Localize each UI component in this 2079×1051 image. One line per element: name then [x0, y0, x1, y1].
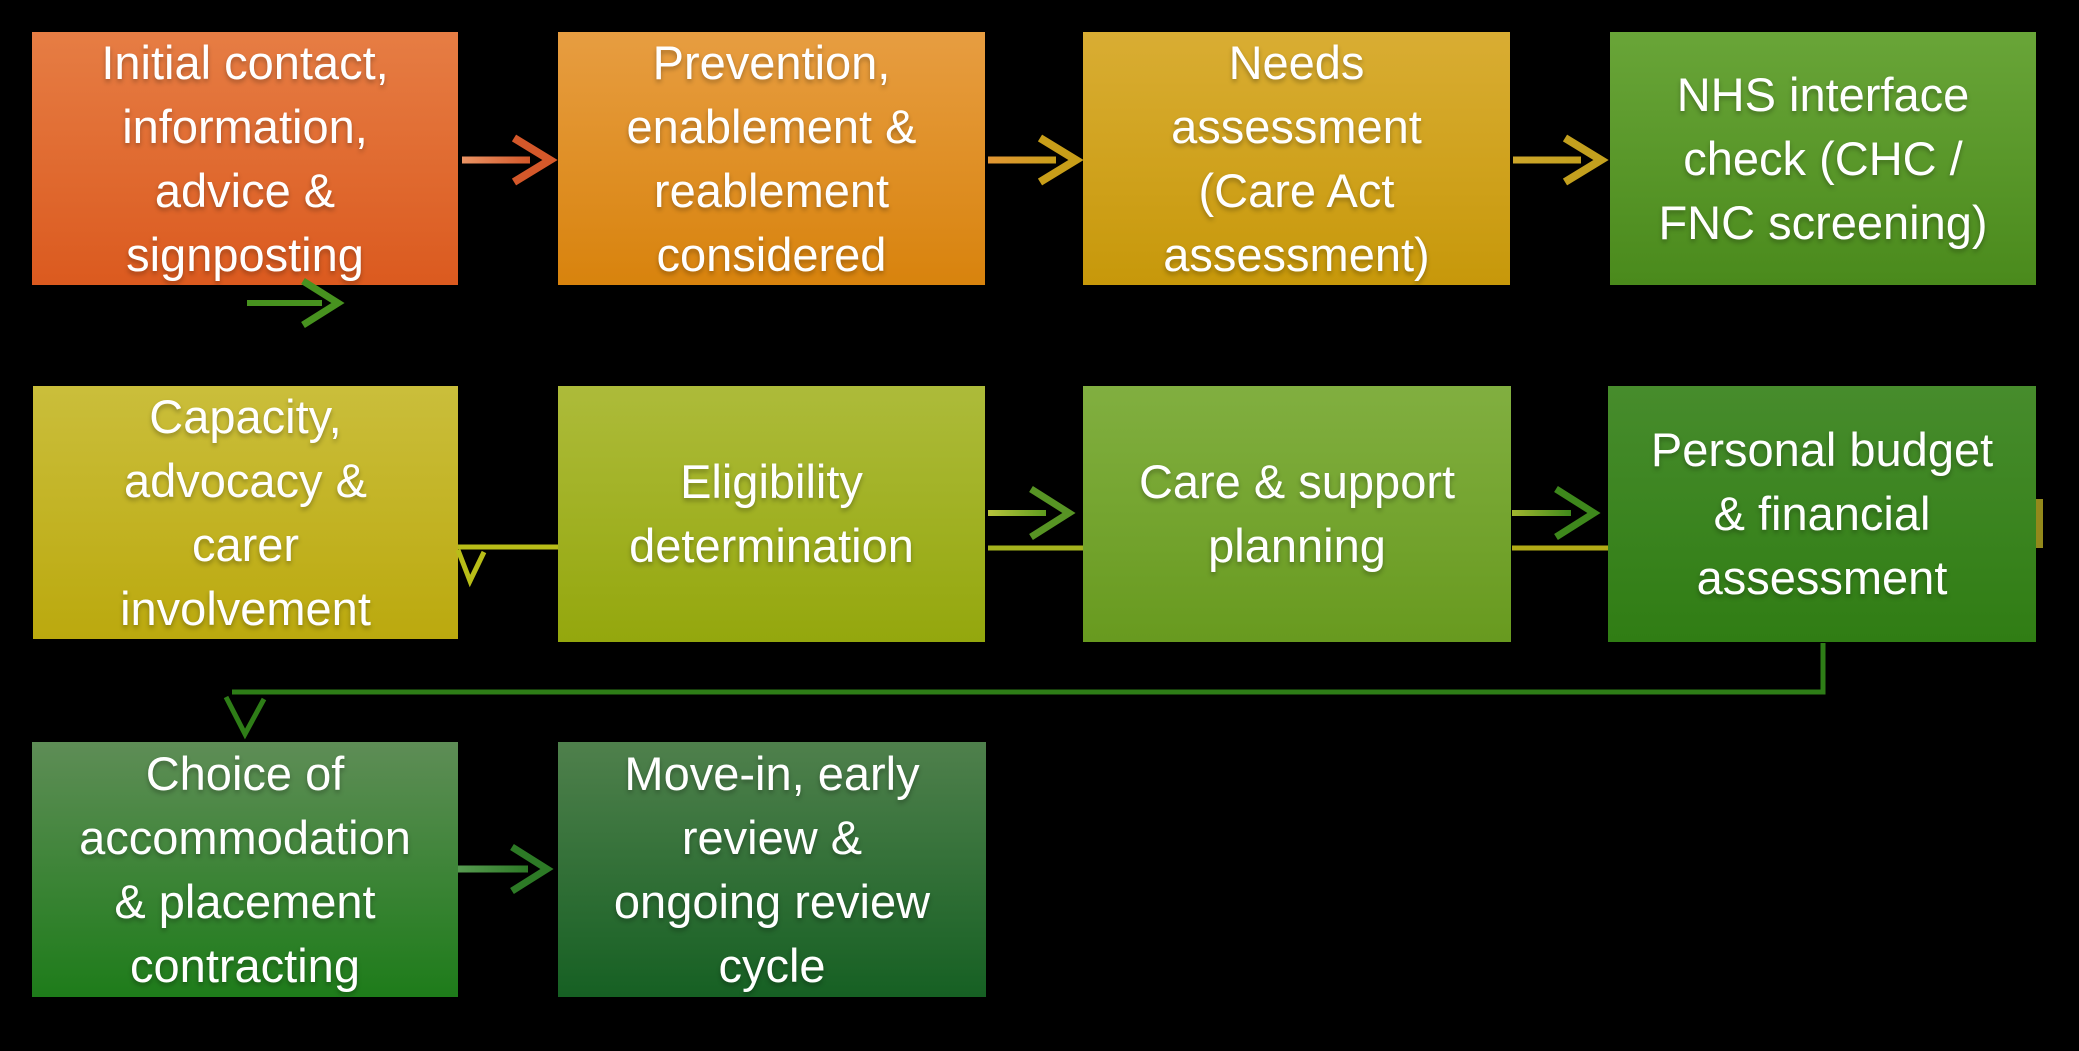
box-label-capacity-advocacy: Capacity, advocacy & carer involvement	[120, 389, 371, 635]
flow-box-choice-accommodation: Choice of accommodation & placement cont…	[32, 742, 458, 997]
box-label-needs-assessment: Needs assessment (Care Act assessment)	[1163, 35, 1430, 281]
connector-arrow-needs-to-nhs	[1513, 134, 1609, 186]
connector-arrow-below-initial-contact	[247, 278, 345, 328]
box-label-choice-accommodation: Choice of accommodation & placement cont…	[79, 746, 411, 992]
box-label-personal-budget: Personal budget & financial assessment	[1650, 423, 1994, 604]
connector-arrow-prevention-to-needs	[988, 134, 1084, 186]
box-label-nhs-interface: NHS interface check (CHC / FNC screening…	[1658, 67, 1988, 249]
connector-arrow-choice-to-movein	[458, 844, 554, 894]
box-label-prevention: Prevention, enablement & reablement cons…	[626, 35, 917, 281]
flow-box-prevention: Prevention, enablement & reablement cons…	[558, 32, 985, 285]
flow-box-personal-budget: Personal budget & financial assessment	[1608, 386, 2036, 642]
connector-arrow-eligibility-to-care	[988, 486, 1076, 540]
connector-arrow-initial-to-prevention	[462, 134, 558, 186]
flow-box-move-in-review: Move-in, early review & ongoing review c…	[558, 742, 986, 997]
box-label-care-support-planning: Care & support planning	[1138, 455, 1456, 572]
box-label-eligibility: Eligibility determination	[629, 455, 914, 572]
flow-box-eligibility: Eligibility determination	[558, 386, 985, 642]
connector-arrow-care-to-budget	[1512, 486, 1601, 540]
flow-box-care-support-planning: Care & support planning	[1083, 386, 1511, 642]
flow-box-capacity-advocacy: Capacity, advocacy & carer involvement	[33, 386, 458, 639]
flow-box-initial-contact: Initial contact, information, advice & s…	[32, 32, 458, 285]
flow-box-needs-assessment: Needs assessment (Care Act assessment)	[1083, 32, 1510, 285]
box-label-move-in-review: Move-in, early review & ongoing review c…	[613, 746, 931, 992]
box-label-initial-contact: Initial contact, information, advice & s…	[101, 35, 389, 281]
connector-line-eligibility-to-capacity	[455, 544, 558, 588]
connector-elbow-budget-to-choice	[223, 643, 1826, 740]
budget-edge-fragment	[2036, 499, 2043, 548]
flow-box-nhs-interface: NHS interface check (CHC / FNC screening…	[1610, 32, 2036, 285]
